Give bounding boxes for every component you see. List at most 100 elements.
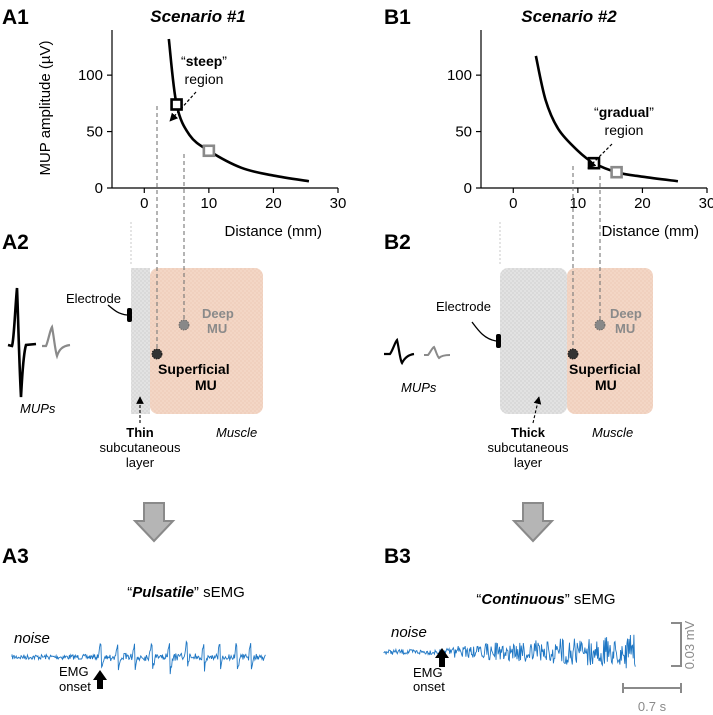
- a2-electrode-lead: [107, 304, 128, 316]
- chart-a1: MUP amplitude (µV) Distance (mm) 0 50 100 0…: [37, 30, 346, 240]
- b3-title-suffix: sEMG: [574, 591, 616, 608]
- b3-onset-line2: onset: [413, 679, 445, 694]
- panel-label-b1: B1: [384, 6, 411, 29]
- a2-layer-line1: subcutaneous: [100, 440, 181, 455]
- x-tick-label: 10: [570, 195, 587, 212]
- b3-title: “Continuous” sEMG: [476, 591, 615, 608]
- chart-2-marker-superficial: [587, 156, 601, 170]
- y-tick-label: 0: [464, 180, 472, 197]
- b2-layer-arrow: [532, 396, 542, 424]
- x-tick-label: 0: [509, 195, 517, 212]
- b3-semg-signal: [383, 634, 636, 669]
- panel-label-b3: B3: [384, 545, 411, 568]
- steep-region-label: “steep”: [181, 53, 227, 69]
- b2-mup-superficial: [384, 337, 415, 366]
- a2-deep-mu-label-2: MU: [207, 321, 227, 336]
- y-tick-label: 50: [86, 124, 103, 141]
- a2-mup-deep: [42, 324, 71, 360]
- gradual-region-suffix: region: [605, 122, 644, 138]
- a3-onset-arrow-icon: [93, 670, 107, 689]
- gradual-region-label: “gradual”: [594, 104, 654, 120]
- chart-a1-ylabel: MUP amplitude (µV): [37, 40, 54, 175]
- b2-electrode-label: Electrode: [436, 299, 491, 314]
- y-tick-label: 50: [455, 124, 472, 141]
- a2-superficial-mu-label-2: MU: [195, 377, 217, 393]
- x-tick-label: 20: [634, 195, 651, 212]
- scenario1-title: Scenario #1: [150, 7, 245, 26]
- a2-deep-mu-label-1: Deep: [202, 306, 234, 321]
- b-transition-arrow-icon: [511, 502, 555, 543]
- a3-title-suffix: sEMG: [203, 584, 245, 601]
- b3-onset-line1: EMG: [413, 665, 443, 680]
- x-tick-label: 20: [265, 195, 282, 212]
- x-tick-label: 0: [140, 195, 148, 212]
- a3-noise-label: noise: [14, 630, 50, 647]
- b2-superficial-mu-label-1: Superficial: [569, 361, 641, 377]
- steep-word: steep: [186, 53, 223, 69]
- a2-deep-mu: [178, 319, 190, 331]
- b2-superficial-mu: [567, 348, 579, 360]
- panel-label-a3: A3: [2, 545, 29, 568]
- b2-electrode-lead: [471, 321, 497, 342]
- y-tick-label: 100: [447, 67, 472, 84]
- a2-superficial-mu-label-1: Superficial: [158, 361, 230, 377]
- a-transition-arrow-icon: [132, 502, 176, 543]
- b2-mups-label: MUPs: [401, 380, 437, 395]
- panel-label-a1: A1: [2, 6, 29, 29]
- a2-muscle-label: Muscle: [216, 425, 257, 440]
- b3-voltage-scale-bar: [671, 622, 682, 667]
- b2-layer-bold: Thick: [511, 425, 546, 440]
- a2-superficial-mu: [151, 348, 163, 360]
- chart-b1: Distance (mm) 0 50 100 0 10 20 30: [447, 30, 713, 240]
- b3-time-scale-bar: [622, 683, 682, 693]
- b3-voltage-scale-label: 0.03 mV: [682, 620, 697, 669]
- chart-1-marker-deep: [202, 144, 216, 158]
- b2-superficial-mu-label-2: MU: [595, 377, 617, 393]
- chart-2-marker-deep: [610, 165, 623, 179]
- a2-muscle: [150, 268, 263, 414]
- y-tick-label: 100: [78, 67, 103, 84]
- a2-electrode-label: Electrode: [66, 291, 121, 306]
- chart-1-marker-superficial: [170, 98, 183, 111]
- x-tick-label: 10: [201, 195, 218, 212]
- a2-subcutaneous-layer: [131, 268, 150, 414]
- a2-layer-bold: Thin: [126, 425, 153, 440]
- b2-layer-line1: subcutaneous: [488, 440, 569, 455]
- panel-label-b2: B2: [384, 231, 411, 254]
- a3-semg-signal: [11, 640, 266, 675]
- chart-b1-curve: [534, 55, 679, 183]
- steep-arrow: [169, 91, 197, 122]
- panel-label-a2: A2: [2, 231, 29, 254]
- b3-noise-label: noise: [391, 624, 427, 641]
- x-tick-label: 30: [330, 195, 347, 212]
- a2-layer-line2: layer: [126, 455, 155, 470]
- b3-title-bold: Continuous: [481, 591, 564, 608]
- a3-onset-line2: onset: [59, 679, 91, 694]
- b2-muscle: [567, 268, 653, 414]
- b2-electrode: [496, 334, 501, 348]
- b2-deep-mu-label-2: MU: [615, 321, 635, 336]
- gradual-word: gradual: [599, 104, 650, 120]
- a2-mups-label: MUPs: [20, 401, 56, 416]
- scenario2-title: Scenario #2: [521, 7, 617, 26]
- gradual-arrow: [587, 143, 613, 169]
- chart-b1-xlabel: Distance (mm): [601, 223, 699, 240]
- a3-title: “Pulsatile” sEMG: [127, 584, 245, 601]
- y-tick-label: 0: [95, 180, 103, 197]
- chart-a1-xlabel: Distance (mm): [224, 223, 322, 240]
- b2-deep-mu-label-1: Deep: [610, 306, 642, 321]
- b2-mup-deep: [424, 345, 451, 360]
- b2-muscle-label: Muscle: [592, 425, 633, 440]
- a3-title-bold: Pulsatile: [132, 584, 194, 601]
- a3-onset-line1: EMG: [59, 664, 89, 679]
- b3-onset-arrow-icon: [435, 648, 449, 667]
- steep-region-suffix: region: [185, 71, 224, 87]
- a2-electrode: [127, 308, 132, 322]
- b3-time-scale-label: 0.7 s: [638, 699, 667, 714]
- x-tick-label: 30: [699, 195, 713, 212]
- a2-mup-superficial: [7, 287, 37, 398]
- b2-deep-mu: [594, 319, 606, 331]
- b2-subcutaneous-layer: [500, 268, 567, 414]
- b2-layer-line2: layer: [514, 455, 543, 470]
